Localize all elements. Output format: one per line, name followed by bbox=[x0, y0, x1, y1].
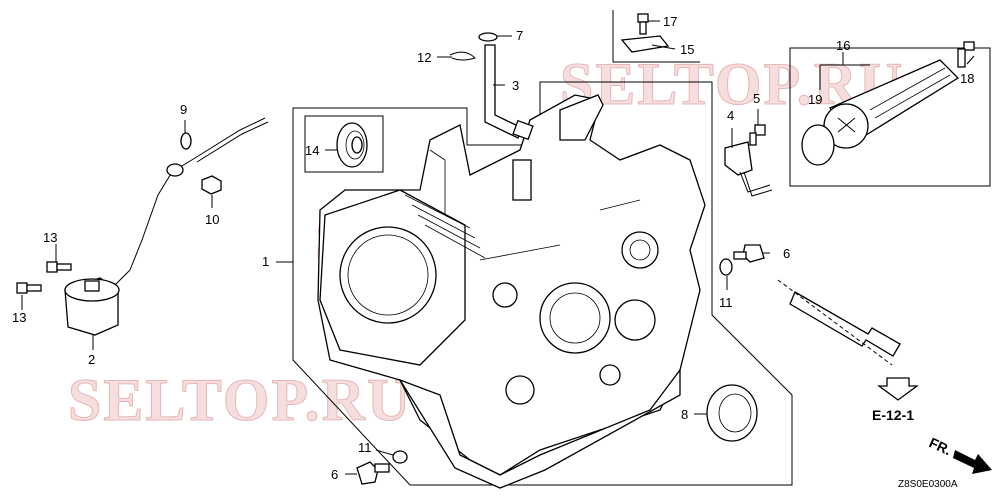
callout-13b: 13 bbox=[12, 310, 26, 325]
callout-9: 9 bbox=[180, 102, 187, 117]
crankcase-group-outline bbox=[292, 81, 793, 486]
breather-o-ring bbox=[801, 124, 835, 166]
flange-bolt-6-bottom bbox=[356, 461, 390, 485]
callout-17: 17 bbox=[663, 14, 677, 29]
clip bbox=[449, 51, 476, 61]
callout-14: 14 bbox=[305, 143, 319, 158]
bracket bbox=[620, 35, 670, 53]
callout-5: 5 bbox=[753, 91, 760, 106]
callout-1: 1 bbox=[262, 254, 269, 269]
front-direction-indicator: FR. bbox=[927, 434, 992, 474]
crankcase bbox=[317, 94, 706, 489]
callout-15: 15 bbox=[680, 42, 694, 57]
callout-16: 16 bbox=[836, 38, 850, 53]
callout-19: 19 bbox=[808, 92, 822, 107]
watermark-bottom: SELTOP.RU bbox=[68, 367, 412, 433]
stud-bolt bbox=[777, 279, 901, 366]
ball-bearing bbox=[336, 122, 368, 168]
oil-seal bbox=[706, 384, 758, 442]
leader-lines bbox=[21, 20, 975, 475]
bracket-box bbox=[612, 10, 700, 63]
callout-18: 18 bbox=[960, 71, 974, 86]
breather-box bbox=[789, 47, 991, 187]
callout-7: 7 bbox=[516, 28, 523, 43]
bolt-13a bbox=[46, 261, 72, 273]
flange-bolt-6 bbox=[733, 244, 765, 263]
callout-11b: 11 bbox=[358, 440, 372, 455]
front-arrow-icon bbox=[953, 450, 992, 474]
callout-4: 4 bbox=[727, 108, 734, 123]
reference-arrow bbox=[877, 377, 919, 401]
harness-wires bbox=[739, 171, 773, 197]
callout-6a: 6 bbox=[783, 246, 790, 261]
bolt-18 bbox=[957, 41, 975, 68]
o-ring bbox=[180, 132, 192, 150]
reference-label: E-12-1 bbox=[872, 407, 914, 423]
oil-level-tube bbox=[484, 44, 534, 141]
washer-11-bottom bbox=[392, 450, 408, 464]
callout-8: 8 bbox=[681, 407, 688, 422]
callout-13a: 13 bbox=[43, 230, 57, 245]
washer-11 bbox=[719, 258, 733, 276]
bearing-box bbox=[304, 115, 384, 173]
washer bbox=[478, 32, 498, 42]
callout-10: 10 bbox=[205, 212, 219, 227]
bolt-17 bbox=[637, 13, 649, 35]
callout-6b: 6 bbox=[331, 467, 338, 482]
front-direction-label: FR. bbox=[927, 434, 954, 458]
bolt-13b bbox=[16, 282, 42, 294]
nut bbox=[201, 175, 222, 195]
diagram-code: Z8S0E0300A bbox=[898, 479, 958, 490]
harness-clamp bbox=[724, 141, 753, 176]
callout-3: 3 bbox=[512, 78, 519, 93]
callout-2: 2 bbox=[88, 352, 95, 367]
oil-level-switch bbox=[64, 117, 269, 336]
bolt-5 bbox=[749, 124, 766, 146]
callout-11a: 11 bbox=[719, 295, 733, 310]
callout-12: 12 bbox=[417, 50, 431, 65]
